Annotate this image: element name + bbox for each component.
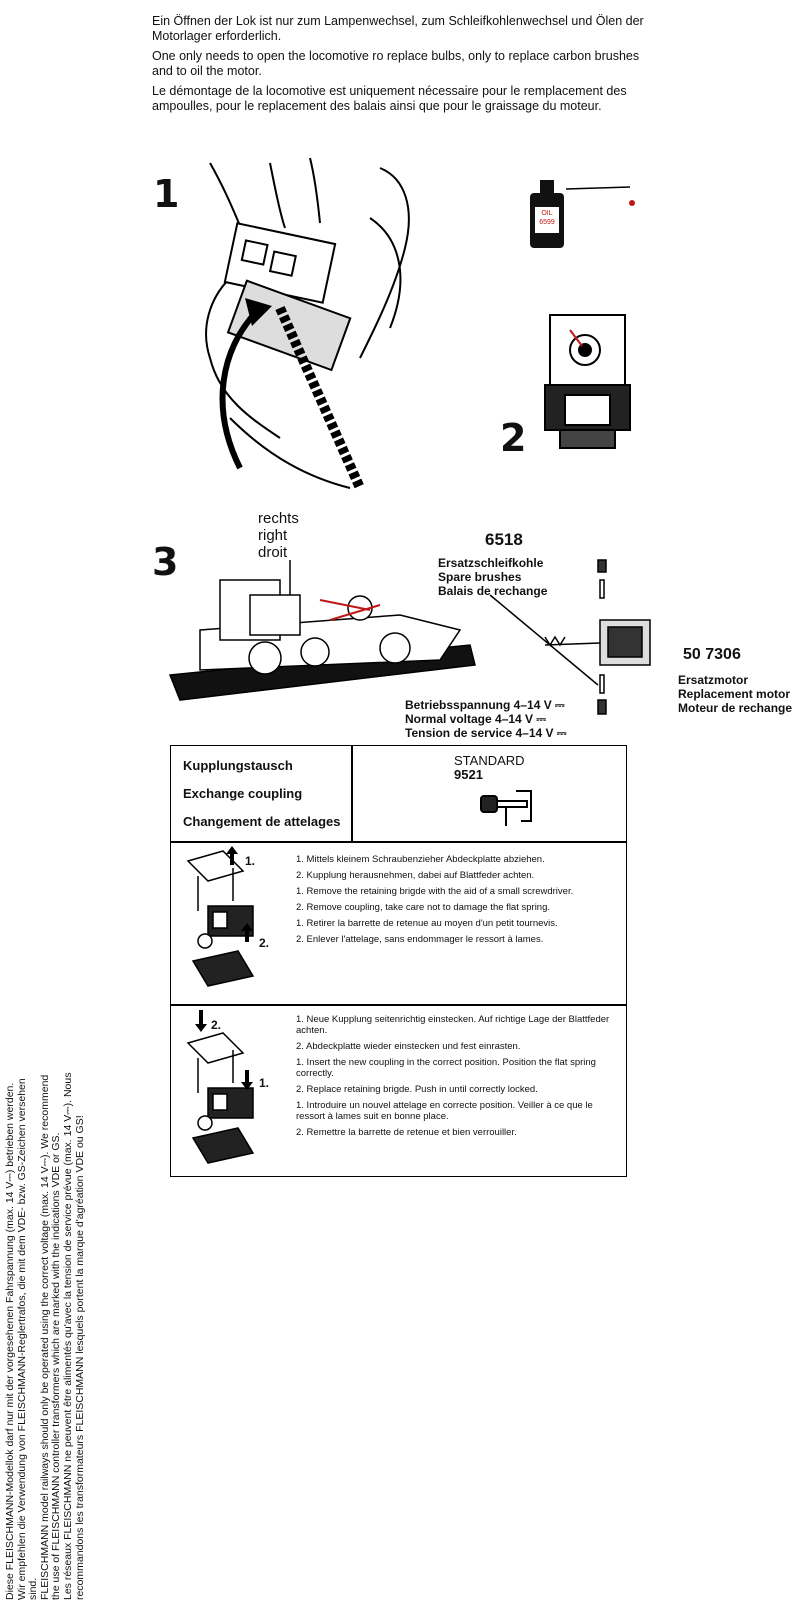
insert-de-1: 1. Neue Kupplung seitenrichtig einstecke… [296, 1014, 610, 1036]
insert-fr-2: 2. Remettre la barrette de retenue et bi… [296, 1127, 517, 1138]
voltage-en: Normal voltage 4–14 V ⎓ [405, 712, 546, 726]
brushes-fr: Balais de rechange [438, 584, 548, 598]
voltage-fr: Tension de service 4–14 V ⎓ [405, 726, 567, 740]
insert-en-2: 2. Replace retaining brigde. Push in unt… [296, 1084, 538, 1095]
insert-arrow-1-label: 1. [259, 1076, 270, 1090]
intro-en: One only needs to open the locomotive ro… [152, 49, 640, 78]
brushes-de: Ersatzschleifkohle [438, 556, 544, 570]
direction-de: rechts [258, 510, 299, 527]
oil-label: OIL 6599 [535, 209, 559, 227]
oil-label-line1: OIL [541, 210, 553, 217]
removal-arrow-2-label: 2. [259, 936, 270, 950]
direction-en: right [258, 527, 288, 544]
hand-holding-locomotive-illustration [205, 157, 410, 491]
insert-arrow-2-label: 2. [211, 1018, 222, 1032]
removal-de-1: 1. Mittels kleinem Schraubenzieher Abdec… [296, 854, 545, 865]
removal-en-2: 2. Remove coupling, take care not to dam… [296, 902, 551, 913]
coupling-removal-illustration [186, 846, 255, 987]
brushes-en: Spare brushes [438, 570, 522, 584]
step-3-number: 3 [152, 540, 179, 584]
intro-fr: Le démontage de la locomotive est unique… [152, 84, 627, 113]
oil-label-line2: 6599 [539, 219, 555, 226]
coupling-titles: Kupplungstausch Exchange coupling Change… [183, 752, 341, 836]
removal-fr-1: 1. Retirer la barrette de retenue au moy… [296, 918, 558, 929]
locomotive-front-illustration [544, 314, 631, 449]
safety-note-fr: Les réseaux FLEISCHMANN ne peuvent être … [61, 1072, 86, 1600]
insert-fr-1: 1. Introduire un nouvel attelage en corr… [296, 1100, 593, 1122]
direction-label: rechts right droit [258, 510, 299, 561]
motor-labels: Ersatzmotor Replacement motor Moteur de … [678, 673, 792, 715]
coupling-title-en: Exchange coupling [183, 786, 303, 801]
oil-bottle-illustration [530, 180, 635, 248]
step-1-number: 1 [153, 172, 180, 216]
removal-en-1: 1. Remove the retaining brigde with the … [296, 886, 574, 897]
motor-de: Ersatzmotor [678, 673, 749, 687]
intro-de: Ein Öffnen der Lok ist nur zum Lampenwec… [152, 14, 644, 43]
brushes-number: 6518 [485, 530, 523, 549]
insert-de-2: 2. Abdeckplatte wieder einstecken und fe… [296, 1041, 521, 1052]
intro-text: Ein Öffnen der Lok ist nur zum Lampenwec… [152, 14, 652, 120]
motor-fr: Moteur de rechange [678, 701, 793, 715]
motor-exploded-illustration [489, 559, 651, 715]
motor-number: 50 7306 [683, 646, 741, 663]
removal-arrow-1-label: 1. [245, 854, 256, 868]
voltage-labels: Betriebsspannung 4–14 V ⎓ Normal voltage… [405, 698, 566, 740]
coupling-title-de: Kupplungstausch [183, 758, 293, 773]
removal-fr-2: 2. Enlever l'attelage, sans endommager l… [296, 934, 544, 945]
safety-note-en: FLEISCHMANN model railways should only b… [38, 1074, 63, 1600]
removal-instructions: 1. Mittels kleinem Schraubenzieher Abdec… [296, 854, 621, 950]
brushes-labels: Ersatzschleifkohle Spare brushes Balais … [438, 556, 547, 598]
safety-note-de: Diese FLEISCHMANN-Modellok darf nur mit … [4, 1078, 40, 1600]
coupling-exchange-box: Kupplungstausch Exchange coupling Change… [170, 745, 627, 1177]
removal-de-2: 2. Kupplung herausnehmen, dabei auf Blat… [296, 870, 535, 881]
standard-number: 9521 [454, 767, 483, 782]
standard-label: STANDARD [454, 753, 525, 768]
direction-fr: droit [258, 544, 288, 561]
insert-en-1: 1. Insert the new coupling in the correc… [296, 1057, 596, 1079]
coupling-title-fr: Changement de attelages [183, 814, 341, 829]
insert-instructions: 1. Neue Kupplung seitenrichtig einstecke… [296, 1014, 621, 1143]
voltage-de: Betriebsspannung 4–14 V ⎓ [405, 698, 565, 712]
coupling-insert-illustration [186, 1010, 255, 1164]
open-locomotive-illustration [168, 560, 476, 701]
coupling-9521-icon [480, 790, 532, 826]
motor-en: Replacement motor [678, 687, 791, 701]
step-2-number: 2 [500, 416, 527, 460]
safety-note-rotated: Diese FLEISCHMANN-Modellok darf nur mit … [4, 1070, 145, 1600]
standard-coupling-label: STANDARD 9521 [454, 754, 525, 782]
